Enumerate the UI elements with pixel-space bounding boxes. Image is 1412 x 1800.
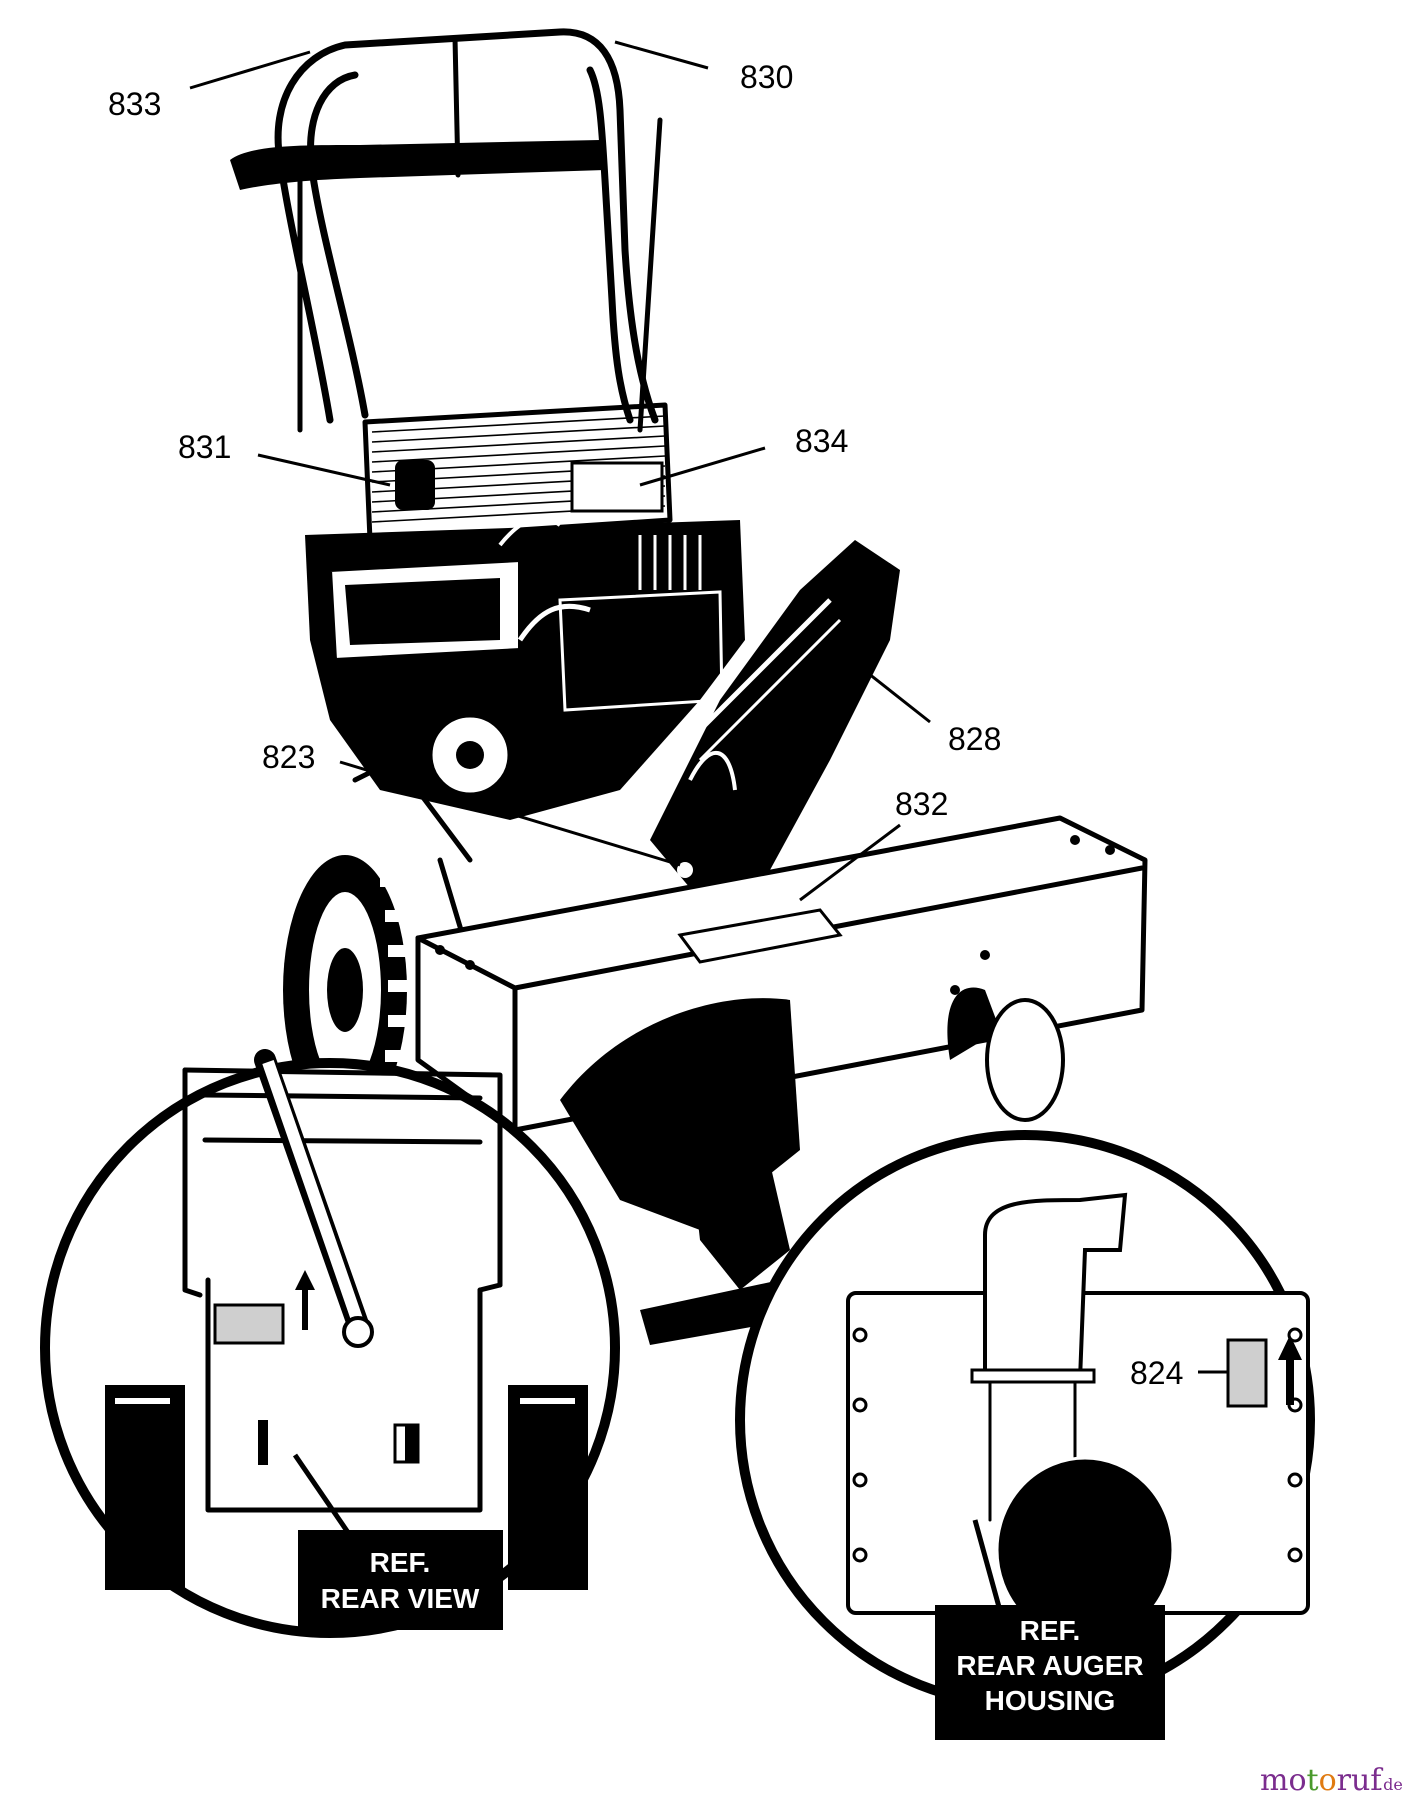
callout-830: 830	[740, 59, 793, 95]
inset-rear-auger-housing: 824 REF. REAR AUGER HOUSING	[735, 1130, 1315, 1740]
ref-rear-auger-line3: HOUSING	[985, 1685, 1116, 1716]
auger-housing	[415, 815, 1148, 1345]
callout-831: 831	[178, 429, 231, 465]
ref-rear-auger-housing-box	[935, 1605, 1165, 1740]
decal-832-housing	[677, 908, 843, 964]
callout-832: 832	[895, 786, 948, 822]
control-panel	[362, 402, 673, 543]
ref-rear-auger-line1: REF.	[1020, 1615, 1081, 1646]
discharge-chute	[650, 540, 900, 900]
engine	[305, 515, 745, 820]
decal-834-panel	[570, 461, 664, 513]
wheel-left	[283, 757, 473, 1125]
ref-rear-view-line1: REF.	[370, 1547, 431, 1578]
inset-rear-view: REF. REAR VIEW	[40, 1049, 620, 1638]
decal-824	[1226, 1338, 1268, 1408]
svg-text:motoruf: motoruf	[1260, 1763, 1383, 1798]
callout-numbers: 833 830 831 834 828 823 832	[108, 59, 1001, 822]
decal-rear-view	[213, 1303, 285, 1345]
ref-rear-view-box	[298, 1530, 503, 1630]
callout-824: 824	[1130, 1355, 1183, 1391]
ref-rear-view-line2: REAR VIEW	[321, 1583, 480, 1614]
leader-lines	[189, 40, 931, 902]
callout-823: 823	[262, 739, 315, 775]
ref-rear-auger-line2: REAR AUGER	[956, 1650, 1143, 1681]
handle-assembly	[230, 28, 663, 433]
callout-828: 828	[948, 721, 1001, 757]
callout-834: 834	[795, 423, 848, 459]
callout-833: 833	[108, 86, 161, 122]
watermark-logo: motoruf .de	[1260, 1763, 1403, 1798]
svg-text:.de: .de	[1378, 1775, 1403, 1794]
